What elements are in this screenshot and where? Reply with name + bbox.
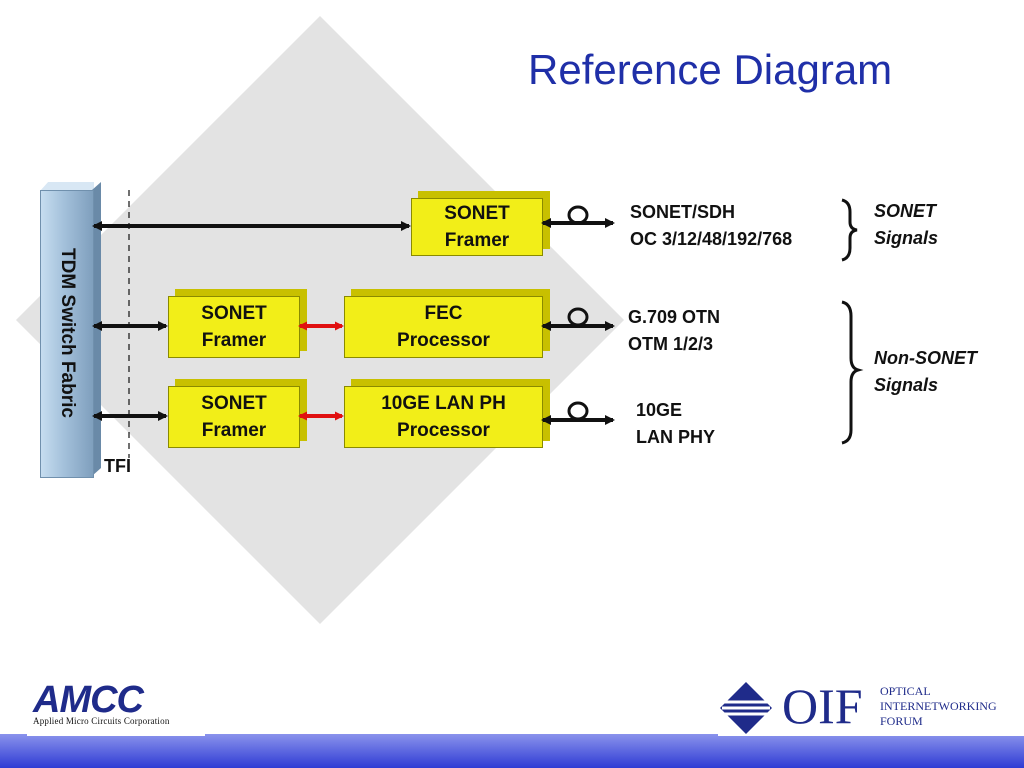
oif-logo: OIF OPTICAL INTERNETWORKING FORUM bbox=[718, 676, 1024, 736]
sonet-framer-box-2: SONET Framer bbox=[168, 296, 300, 358]
footer-bar bbox=[0, 734, 1024, 768]
group-line: Signals bbox=[874, 228, 939, 248]
group-label-non-sonet: Non-SONET Signals bbox=[874, 345, 977, 399]
signal-line: OTM 1/2/3 bbox=[628, 334, 714, 354]
optics-loop-icon bbox=[567, 307, 589, 327]
tdm-switch-fabric-label-wrap: TDM Switch Fabric bbox=[43, 190, 91, 476]
oif-diamond-icon bbox=[720, 682, 772, 734]
group-line: SONET bbox=[874, 201, 937, 221]
box-line: Processor bbox=[397, 330, 490, 351]
signal-label-2: G.709 OTN OTM 1/2/3 bbox=[628, 304, 720, 358]
tdm-switch-fabric-label: TDM Switch Fabric bbox=[57, 248, 78, 418]
group-label-sonet: SONET Signals bbox=[874, 198, 938, 252]
box-line: Processor bbox=[397, 420, 490, 441]
amcc-logo-tagline: Applied Micro Circuits Corporation bbox=[33, 716, 170, 726]
fabric-bevel-top bbox=[40, 182, 94, 191]
box-line: SONET bbox=[444, 203, 510, 224]
box-line: Framer bbox=[444, 230, 510, 251]
group-line: Non-SONET bbox=[874, 348, 977, 368]
oif-subtitle-line: FORUM bbox=[880, 714, 923, 728]
box-line: SONET bbox=[201, 393, 267, 414]
box-line: Framer bbox=[201, 330, 267, 351]
brace-non-sonet bbox=[841, 300, 864, 445]
signal-line: SONET/SDH bbox=[630, 202, 736, 222]
sonet-framer-box-3: SONET Framer bbox=[168, 386, 300, 448]
box-line: SONET bbox=[201, 303, 267, 324]
box-line: FEC bbox=[424, 303, 463, 324]
box-line: 10GE LAN PH bbox=[381, 393, 506, 414]
brace-sonet bbox=[841, 198, 858, 262]
tfi-label: TFI bbox=[104, 456, 131, 476]
signal-line: OC 3/12/48/192/768 bbox=[630, 229, 793, 249]
oif-subtitle-line: INTERNETWORKING bbox=[880, 699, 997, 713]
fec-processor-box: FEC Processor bbox=[344, 296, 543, 358]
group-line: Signals bbox=[874, 375, 939, 395]
amcc-logo: AMCC Applied Micro Circuits Corporation bbox=[27, 680, 205, 736]
amcc-logo-word: AMCC bbox=[33, 679, 144, 721]
signal-label-3: 10GE LAN PHY bbox=[636, 397, 715, 451]
optics-loop-icon bbox=[567, 401, 589, 421]
oif-logo-word: OIF bbox=[782, 678, 863, 734]
tdm-switch-fabric bbox=[40, 190, 94, 478]
oif-logo-subtitle: OPTICAL INTERNETWORKING FORUM bbox=[880, 684, 997, 729]
optics-loop-icon bbox=[567, 205, 589, 225]
signal-line: LAN PHY bbox=[636, 427, 716, 447]
sonet-framer-box-1: SONET Framer bbox=[411, 198, 543, 256]
signal-label-1: SONET/SDH OC 3/12/48/192/768 bbox=[630, 199, 792, 253]
oif-subtitle-line: OPTICAL bbox=[880, 684, 931, 698]
signal-line: G.709 OTN bbox=[628, 307, 721, 327]
signal-line: 10GE bbox=[636, 400, 683, 420]
page-title: Reference Diagram bbox=[528, 46, 893, 93]
lan-phy-processor-box: 10GE LAN PH Processor bbox=[344, 386, 543, 448]
box-line: Framer bbox=[201, 420, 267, 441]
